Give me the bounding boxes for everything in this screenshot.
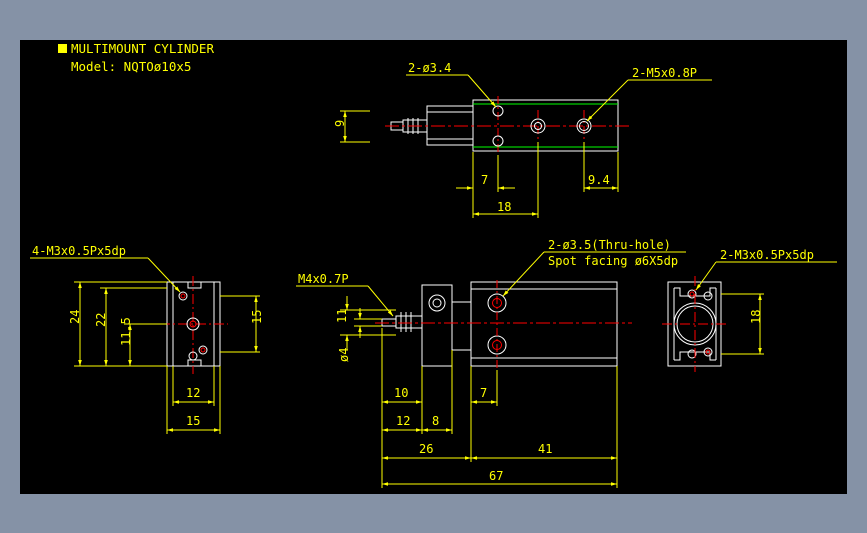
top-hole-callout: 2-ø3.4 — [408, 61, 451, 75]
rod-thread-callout: M4x0.7P — [298, 272, 349, 286]
left-view: 4-M3x0.5Px5dp 24 22 11.5 15 12 15 — [30, 244, 264, 434]
front-dim-10: 10 — [394, 386, 408, 400]
top-dim-height: 9 — [333, 120, 347, 127]
left-dim-center-height: 11.5 — [119, 317, 133, 346]
top-thread-callout: 2-M5x0.8P — [632, 66, 697, 80]
top-dim-offset: 7 — [481, 173, 488, 187]
through-hole-callout: 2-ø3.5(Thru-hole) — [548, 238, 671, 252]
top-view: 2-ø3.4 2-M5x0.8P 9 7 18 9.4 — [333, 61, 712, 218]
front-dim-41: 41 — [538, 442, 552, 456]
front-dim-rod-height: 11 — [335, 309, 349, 323]
front-dim-rod-dia: ø4 — [337, 348, 351, 362]
spot-facing-callout: Spot facing ø6X5dp — [548, 254, 678, 268]
left-dim-total-height: 24 — [68, 310, 82, 324]
right-view: 2-M3x0.5Px5dp 18 — [662, 248, 837, 372]
left-dim-total-width: 15 — [186, 414, 200, 428]
front-dim-8: 8 — [432, 414, 439, 428]
drawing-title: MULTIMOUNT CYLINDER — [71, 41, 214, 56]
right-thread-callout: 2-M3x0.5Px5dp — [720, 248, 814, 262]
front-dim-67: 67 — [489, 469, 503, 483]
top-dim-length: 18 — [497, 200, 511, 214]
cad-drawing: MULTIMOUNT CYLINDER Model: NQTOø10x5 2-ø… — [30, 41, 837, 488]
drawing-frame: MULTIMOUNT CYLINDER Model: NQTOø10x5 2-ø… — [20, 40, 847, 494]
front-view: M4x0.7P 2-ø3.5(Thru-hole) Spot facing ø6… — [296, 238, 686, 488]
model-label: Model: NQTOø10x5 — [71, 59, 191, 74]
top-dim-end: 9.4 — [588, 173, 610, 187]
title-block: MULTIMOUNT CYLINDER Model: NQTOø10x5 — [58, 41, 214, 74]
title-marker — [58, 44, 67, 53]
left-dim-right-height: 15 — [250, 310, 264, 324]
front-dim-12: 12 — [396, 414, 410, 428]
left-dim-inner-width: 12 — [186, 386, 200, 400]
front-dim-26: 26 — [419, 442, 433, 456]
right-dim-height: 18 — [749, 310, 763, 324]
front-dim-7: 7 — [480, 386, 487, 400]
left-thread-callout: 4-M3x0.5Px5dp — [32, 244, 126, 258]
left-dim-inner-height: 22 — [94, 313, 108, 327]
